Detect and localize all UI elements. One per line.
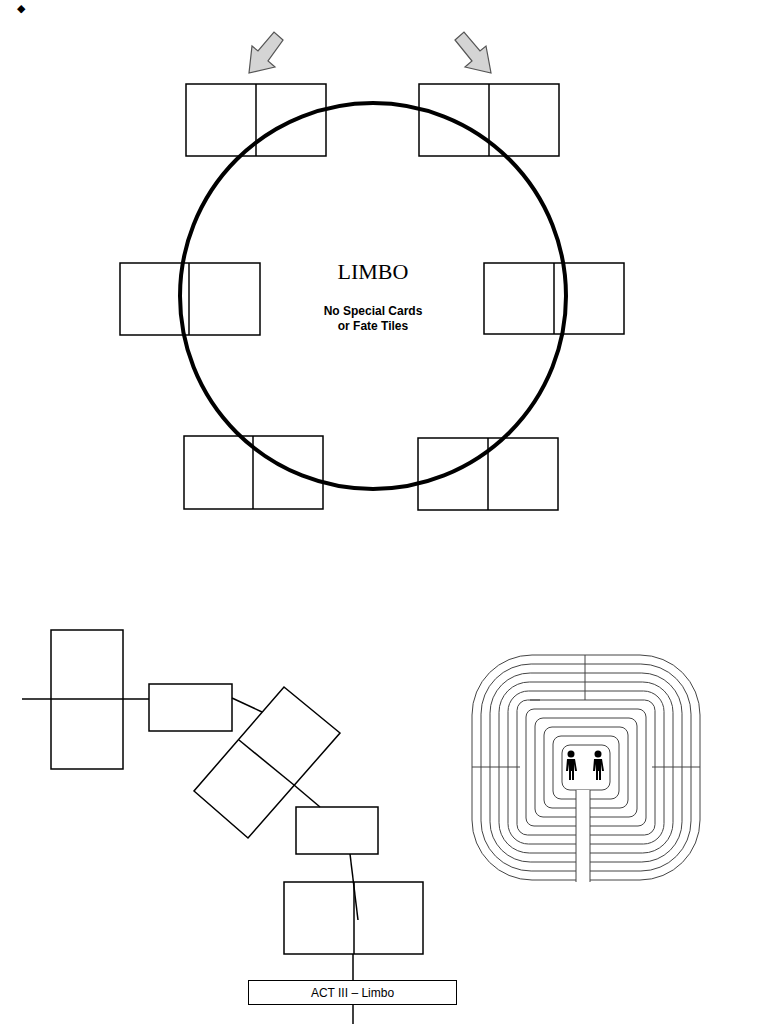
region-title: LIMBO	[273, 258, 473, 286]
card-pair	[120, 84, 624, 510]
pointer-arrow	[249, 32, 491, 73]
labyrinth	[472, 655, 700, 882]
bullet-mark: ◆	[17, 2, 25, 15]
circle-outline	[177, 100, 569, 492]
act-box: ACT III – Limbo	[248, 980, 457, 1005]
card-chain	[22, 630, 423, 1024]
act-label: ACT III – Limbo	[311, 986, 394, 1000]
limbo-circle: LIMBO No Special Cards or Fate Tiles	[177, 100, 569, 492]
region-note: No Special Cards or Fate Tiles	[319, 304, 427, 334]
human-figure	[566, 751, 604, 781]
